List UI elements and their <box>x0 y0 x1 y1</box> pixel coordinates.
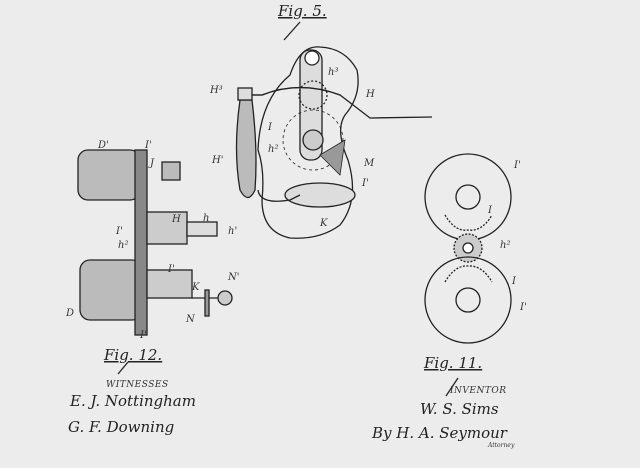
fig12-label: H <box>171 214 181 225</box>
fig11-label: I <box>511 276 517 287</box>
fig5-label: h³ <box>328 67 338 78</box>
figure-5-drawing: Fig. 5. H³ h³ H I h² M I' H' K <box>209 2 433 239</box>
fig12-label: N' <box>227 272 240 283</box>
witness-signature: E. J. Nottingham <box>70 392 196 410</box>
fig5-label: M <box>363 158 375 169</box>
fig12-label: I' <box>139 330 147 341</box>
fig5-label: H³ <box>209 85 223 96</box>
fig12-label: D <box>65 308 74 319</box>
fig12-label: I' <box>144 140 152 151</box>
fig5-label: K <box>319 218 328 229</box>
fig12-label: h' <box>228 226 237 237</box>
attorney-signature: By H. A. Seymour <box>372 424 507 442</box>
fig5-label: H <box>365 89 375 100</box>
figure-11-drawing: I' I h² I I' Fig. 11. <box>423 153 527 397</box>
fig11-label: I' <box>513 160 521 171</box>
witness-signature: G. F. Downing <box>68 418 175 436</box>
fig12-label: N <box>185 314 196 325</box>
fig5-label: I' <box>361 178 369 189</box>
attorney-label: Attorney <box>488 442 515 449</box>
fig12-title: Fig. 12. <box>103 346 162 364</box>
fig5-label: I <box>267 122 273 133</box>
inventor-signature: W. S. Sims <box>420 400 499 418</box>
fig12-label: K <box>191 282 200 293</box>
fig5-label: H' <box>211 155 223 166</box>
fig12-label: h² <box>118 240 128 251</box>
fig12-label: h <box>203 213 209 224</box>
fig12-label: D' <box>97 140 109 151</box>
figure-12-drawing: D' I' J H h h' I' h² I' N' K N D I' Fig.… <box>65 140 240 375</box>
fig11-label: I' <box>519 302 527 313</box>
fig11-title: Fig. 11. <box>423 354 482 372</box>
fig12-label: I' <box>115 226 123 237</box>
fig12-label: J <box>148 158 155 169</box>
fig12-label: I' <box>167 264 175 275</box>
fig11-label: I <box>487 205 493 216</box>
fig5-label: h² <box>268 144 278 155</box>
fig11-label: h² <box>500 240 510 251</box>
inventor-heading: INVENTOR <box>450 386 507 396</box>
witnesses-heading: WITNESSES <box>106 380 169 390</box>
fig5-title: Fig. 5. <box>277 2 327 20</box>
